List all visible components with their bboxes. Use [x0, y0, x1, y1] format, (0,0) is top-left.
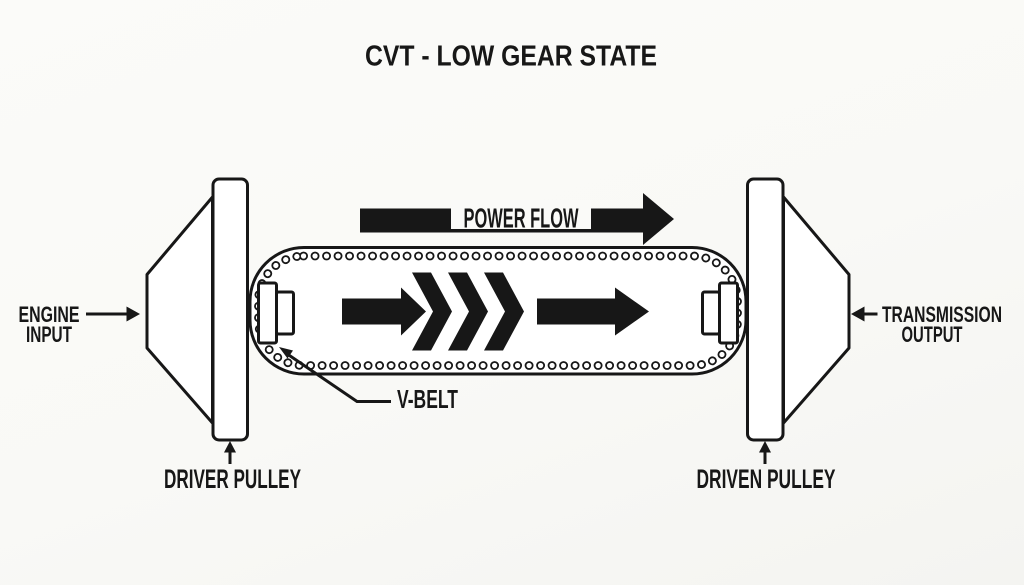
- chevron-icon: [448, 272, 488, 351]
- driver-pulley-callout: DRIVER PULLEY: [164, 441, 301, 494]
- driver-pulley-cone: [145, 195, 214, 425]
- driven-pulley-label: DRIVEN PULLEY: [697, 464, 836, 494]
- driven-pulley: [746, 177, 851, 442]
- power-flow-annotation: POWER FLOW: [360, 193, 674, 245]
- power-flow-label: POWER FLOW: [464, 203, 579, 234]
- belt-motion-arrows: [342, 272, 649, 351]
- driven-pulley-pointer-arrowhead-icon: [759, 441, 771, 453]
- engine-input-label-line1: ENGINE: [19, 302, 80, 327]
- transmission-output-callout: TRANSMISSION OUTPUT: [851, 302, 1002, 347]
- engine-input-label-line2: INPUT: [26, 322, 72, 347]
- driven-hub-boss: [701, 290, 721, 336]
- v-belt-leader-arrowhead-icon: [279, 347, 293, 359]
- speed-chevrons-icon: [412, 272, 524, 351]
- v-belt-leader-line: [287, 353, 391, 403]
- driven-pulley-sheave-plate: [746, 177, 785, 442]
- driven-pulley-callout: DRIVEN PULLEY: [697, 441, 836, 494]
- chevron-icon: [412, 272, 452, 351]
- v-belt-callout: V-BELT: [279, 347, 458, 414]
- driver-pulley-sheave-plate: [211, 177, 249, 442]
- transmission-output-arrowhead-icon: [851, 306, 865, 322]
- belt-arrow-left-icon: [342, 287, 426, 336]
- driver-hub-boss: [275, 290, 295, 336]
- power-flow-label-box: [451, 200, 591, 229]
- chevron-icon: [484, 272, 524, 351]
- belt-arrow-right-icon: [537, 287, 649, 336]
- driven-pulley-cone: [782, 195, 851, 425]
- driver-pulley-pointer-arrowhead-icon: [224, 441, 236, 453]
- engine-input-arrowhead-icon: [126, 306, 140, 322]
- driven-shaft-hub: [701, 281, 739, 345]
- driver-pulley: [145, 177, 249, 442]
- driver-shaft-hub: [257, 281, 295, 345]
- driver-hub-plate: [257, 281, 278, 345]
- transmission-output-label-line2: OUTPUT: [902, 322, 963, 347]
- v-belt-label: V-BELT: [397, 384, 458, 414]
- v-belt-outline: [248, 246, 748, 376]
- page-title: CVT - LOW GEAR STATE: [365, 41, 657, 73]
- transmission-output-label-line1: TRANSMISSION: [882, 302, 1002, 327]
- driver-pulley-label: DRIVER PULLEY: [164, 464, 301, 494]
- driven-hub-plate: [718, 281, 739, 345]
- v-belt: [248, 246, 748, 376]
- engine-input-callout: ENGINE INPUT: [19, 302, 140, 347]
